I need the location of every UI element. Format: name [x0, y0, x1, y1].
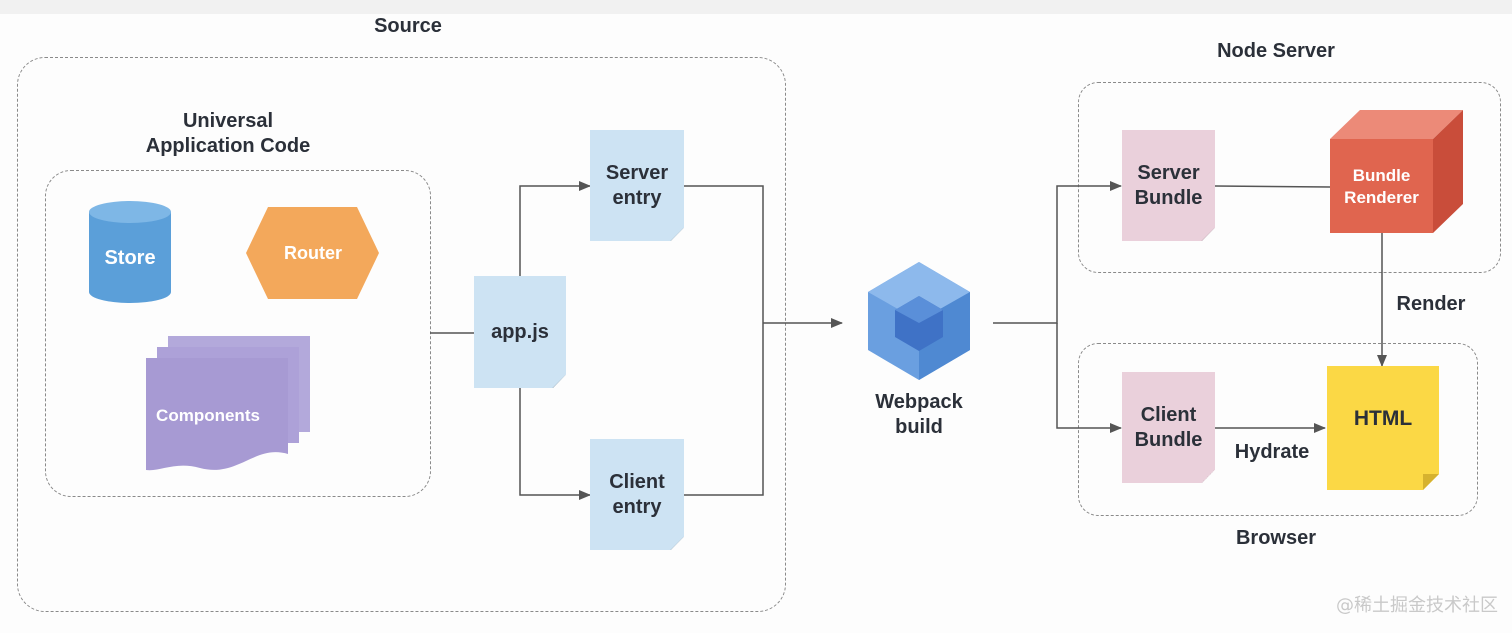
- universal-title-line1: Universal: [182, 110, 274, 132]
- bundle-renderer-label: Bundle Renderer: [1330, 165, 1433, 209]
- router-label: Router: [284, 243, 342, 263]
- browser-title: Browser: [1235, 527, 1317, 549]
- source-title: Source: [374, 15, 442, 37]
- universal-title-line2: Application Code: [145, 135, 311, 157]
- webpack-label: Webpack build: [859, 390, 979, 440]
- html-label: HTML: [1353, 407, 1413, 430]
- render-label: Render: [1396, 293, 1466, 315]
- server-bundle-file: Server Bundle: [1122, 130, 1215, 241]
- webpack-label-line1: Webpack: [875, 391, 963, 413]
- source-container: [17, 57, 786, 612]
- universal-title: Universal Application Code: [118, 109, 338, 159]
- client-bundle-line2: Bundle: [1134, 428, 1203, 451]
- html-doc-icon: [1327, 366, 1439, 490]
- server-bundle-line1: Server: [1137, 161, 1200, 184]
- client-bundle-line1: Client: [1140, 403, 1197, 426]
- node-server-container: [1078, 82, 1501, 273]
- bundle-renderer-line1: Bundle: [1352, 166, 1411, 185]
- node-server-title: Node Server: [1217, 40, 1335, 62]
- server-bundle-line2: Bundle: [1134, 186, 1203, 209]
- store-label: Store: [104, 247, 156, 269]
- client-entry-line2: entry: [612, 495, 662, 518]
- bundle-renderer-line2: Renderer: [1344, 188, 1419, 207]
- hydrate-label: Hydrate: [1234, 441, 1310, 463]
- server-entry-line1: Server: [605, 161, 669, 184]
- webpack-label-line2: build: [895, 416, 943, 438]
- components-docs-icon: [146, 336, 310, 471]
- webpack-cube-icon: [868, 262, 970, 380]
- components-label: Components: [156, 406, 260, 425]
- browser-container: [1078, 343, 1478, 516]
- appjs-file: app.js: [474, 276, 566, 388]
- top-strip: [0, 0, 1512, 14]
- client-entry-file: Client entry: [590, 439, 684, 550]
- appjs-label: app.js: [491, 320, 549, 343]
- router-hexagon-icon: [246, 207, 379, 299]
- watermark: @稀土掘金技术社区: [1336, 595, 1498, 616]
- client-entry-line1: Client: [609, 470, 665, 493]
- bundle-renderer-box-icon: [1330, 110, 1463, 233]
- client-bundle-file: Client Bundle: [1122, 372, 1215, 483]
- server-entry-file: Server entry: [590, 130, 684, 241]
- store-database-icon: [89, 201, 171, 303]
- server-entry-line2: entry: [612, 186, 662, 209]
